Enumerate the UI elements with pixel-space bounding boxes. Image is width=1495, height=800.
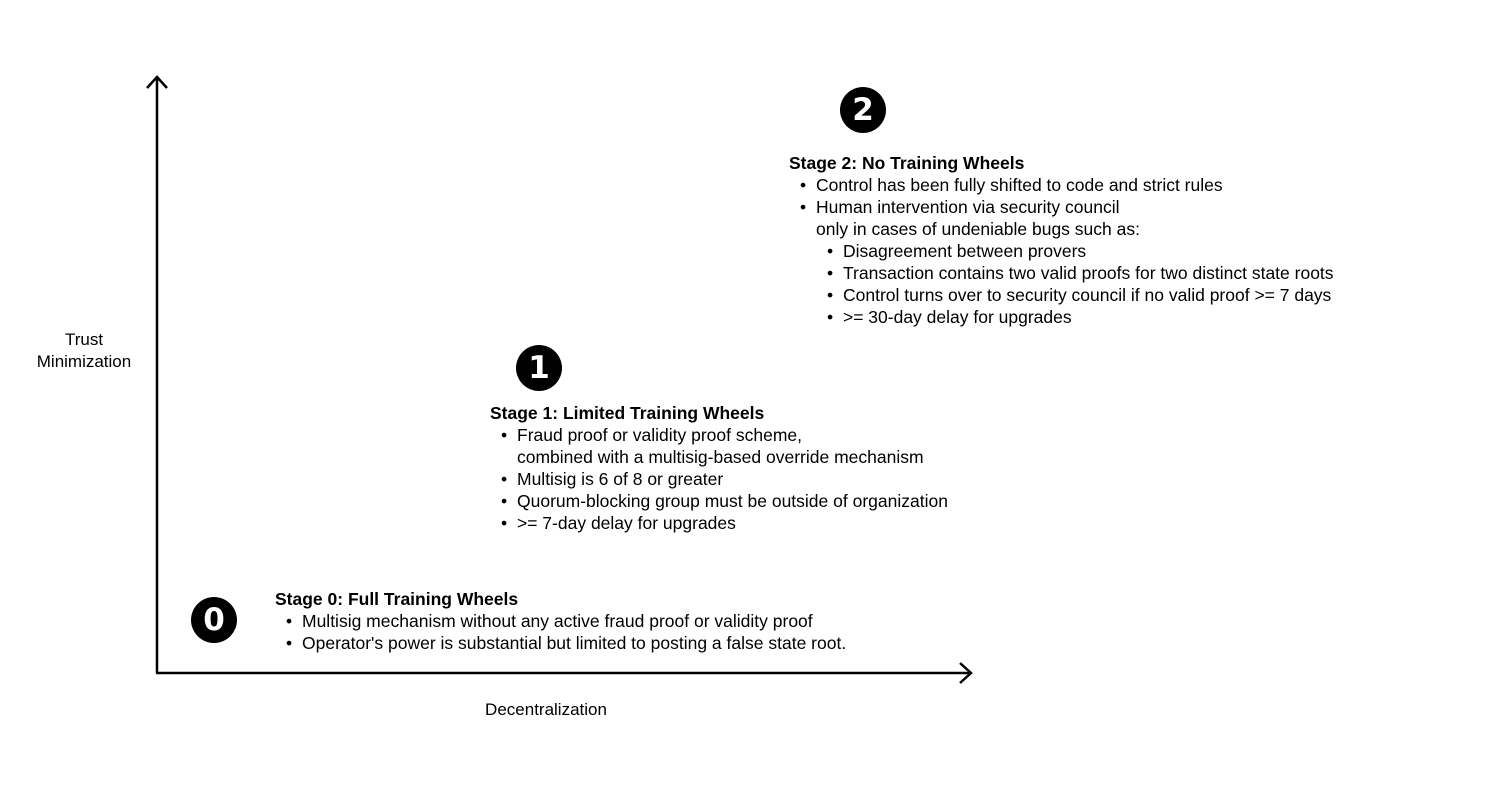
bullet-text-continued: combined with a multisig-based override … bbox=[517, 447, 924, 467]
stage-2-block: Stage 2: No Training Wheels Control has … bbox=[789, 152, 1334, 328]
bullet-text: >= 7-day delay for upgrades bbox=[517, 513, 736, 533]
stage-1-bullet-list: Fraud proof or validity proof scheme, co… bbox=[490, 424, 948, 534]
stage-2-sub-bullet: >= 30-day delay for upgrades bbox=[816, 306, 1334, 328]
bullet-text-continued: only in cases of undeniable bugs such as… bbox=[816, 219, 1140, 239]
bullet-text: Quorum-blocking group must be outside of… bbox=[517, 491, 948, 511]
bullet-text: Control has been fully shifted to code a… bbox=[816, 175, 1223, 195]
bullet-text: Multisig mechanism without any active fr… bbox=[302, 611, 813, 631]
stage-2-bullet-list: Control has been fully shifted to code a… bbox=[789, 174, 1334, 328]
y-axis-label-line-1: Trust bbox=[64, 330, 104, 349]
stage-1-block: Stage 1: Limited Training Wheels Fraud p… bbox=[490, 402, 948, 534]
sub-bullet-text: Disagreement between provers bbox=[843, 241, 1087, 261]
y-axis-arrowhead bbox=[146, 75, 168, 89]
stage-2-title: Stage 2: No Training Wheels bbox=[789, 153, 1025, 173]
bullet-text: Operator's power is substantial but limi… bbox=[302, 633, 847, 653]
y-axis-label-line-2: Minimization bbox=[36, 352, 132, 371]
sub-bullet-text: >= 30-day delay for upgrades bbox=[843, 307, 1072, 327]
stage-0-block: Stage 0: Full Training Wheels Multisig m… bbox=[275, 588, 846, 654]
stage-2-bullet: Control has been fully shifted to code a… bbox=[789, 174, 1334, 196]
stage-0-badge: 0 bbox=[191, 597, 237, 643]
sub-bullet-text: Transaction contains two valid proofs fo… bbox=[843, 263, 1334, 283]
stage-1-bullet: Quorum-blocking group must be outside of… bbox=[490, 490, 948, 512]
stage-1-bullet: >= 7-day delay for upgrades bbox=[490, 512, 948, 534]
stage-1-title: Stage 1: Limited Training Wheels bbox=[490, 403, 765, 423]
y-axis-label: Trust Minimization bbox=[22, 329, 146, 373]
stage-1-bullet: Fraud proof or validity proof scheme, co… bbox=[490, 424, 948, 468]
stage-0-bullet-list: Multisig mechanism without any active fr… bbox=[275, 610, 846, 654]
stage-2-sub-bullet: Disagreement between provers bbox=[816, 240, 1334, 262]
stage-1-badge: 1 bbox=[516, 345, 562, 391]
bullet-text: Multisig is 6 of 8 or greater bbox=[517, 469, 724, 489]
x-axis-arrowhead bbox=[959, 662, 973, 684]
stage-0-title: Stage 0: Full Training Wheels bbox=[275, 589, 519, 609]
stage-2-sub-bullet-list: Disagreement between provers Transaction… bbox=[816, 240, 1334, 328]
x-axis-label: Decentralization bbox=[485, 700, 607, 719]
stage-0-bullet: Operator's power is substantial but limi… bbox=[275, 632, 846, 654]
stage-0-bullet: Multisig mechanism without any active fr… bbox=[275, 610, 846, 632]
sub-bullet-text: Control turns over to security council i… bbox=[843, 285, 1332, 305]
stage-1-bullet: Multisig is 6 of 8 or greater bbox=[490, 468, 948, 490]
stage-2-badge: 2 bbox=[840, 87, 886, 133]
bullet-text: Human intervention via security council bbox=[816, 197, 1120, 217]
bullet-text: Fraud proof or validity proof scheme, bbox=[517, 425, 802, 445]
stage-2-sub-bullet: Transaction contains two valid proofs fo… bbox=[816, 262, 1334, 284]
stage-2-sub-bullet: Control turns over to security council i… bbox=[816, 284, 1334, 306]
stage-2-bullet: Human intervention via security council … bbox=[789, 196, 1334, 328]
